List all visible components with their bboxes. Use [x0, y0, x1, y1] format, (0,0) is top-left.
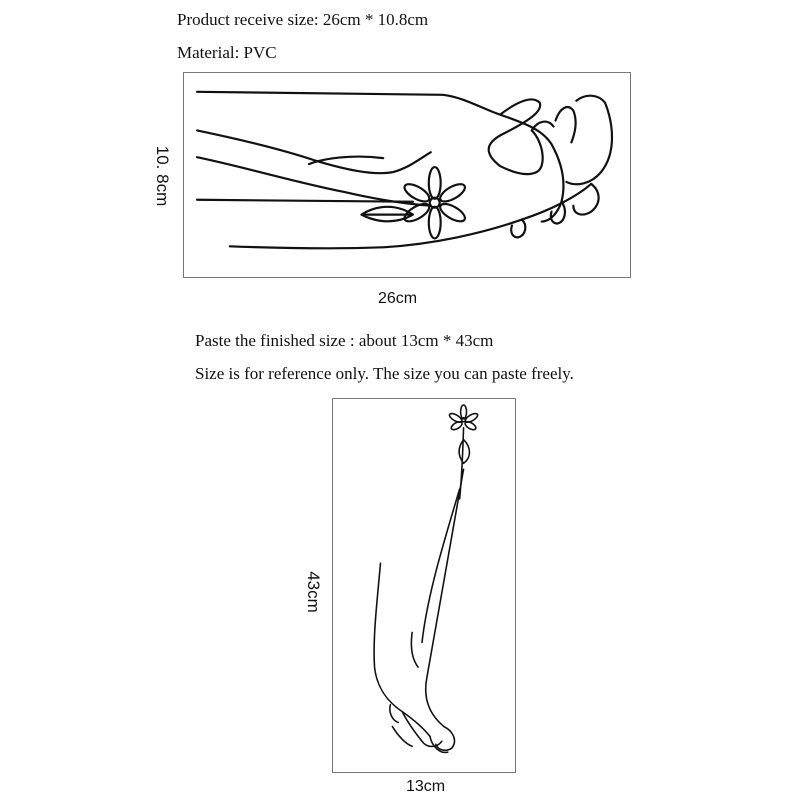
finger-3: [530, 120, 555, 132]
arm-top-line: [195, 90, 544, 176]
finger-v-4: [391, 725, 413, 748]
arm-right-inner: [421, 488, 461, 644]
hand-palm: [498, 113, 565, 223]
finger-v-3: [389, 703, 400, 724]
leaf-small: [458, 438, 471, 465]
receive-sticker-frame: [183, 72, 631, 278]
material-caption: Material: PVC: [177, 43, 277, 62]
flower: [403, 165, 467, 240]
finger-2: [554, 106, 577, 144]
arm-bottom-line: [228, 182, 593, 250]
paste-height-label: 43cm: [303, 571, 323, 613]
receive-height-label: 10. 8cm: [153, 145, 173, 207]
paste-size-caption: Paste the finished size : about 13cm * 4…: [195, 331, 494, 350]
finger-v-1: [435, 725, 456, 752]
finger-1: [565, 94, 613, 186]
fingertip-bottom-1: [572, 182, 600, 216]
finger-v-2: [429, 735, 449, 754]
arm-left-outer: [373, 562, 431, 738]
receive-width-label: 26cm: [378, 290, 418, 307]
arm-line-3: [195, 156, 432, 207]
stem-line: [195, 198, 415, 203]
leaf: [360, 205, 415, 223]
receive-size-caption: Product receive size: 26cm * 10.8cm: [177, 10, 429, 29]
flower-small: [448, 404, 479, 431]
arm-left-inner: [410, 631, 419, 668]
paste-sticker-frame: [332, 398, 516, 773]
arm-line-2: [195, 129, 432, 175]
fingertip-bottom-2: [549, 200, 567, 225]
hand-flower-line-art-vertical: [373, 404, 479, 754]
arm-right-outer: [424, 468, 465, 728]
arm-line-4: [307, 155, 385, 166]
stem-vertical: [458, 426, 465, 500]
hand-flower-line-art-horizontal: [195, 90, 613, 250]
paste-width-label: 13cm: [406, 778, 446, 795]
reference-caption: Size is for reference only. The size you…: [195, 364, 574, 383]
fingertip-bottom-3: [510, 218, 527, 239]
